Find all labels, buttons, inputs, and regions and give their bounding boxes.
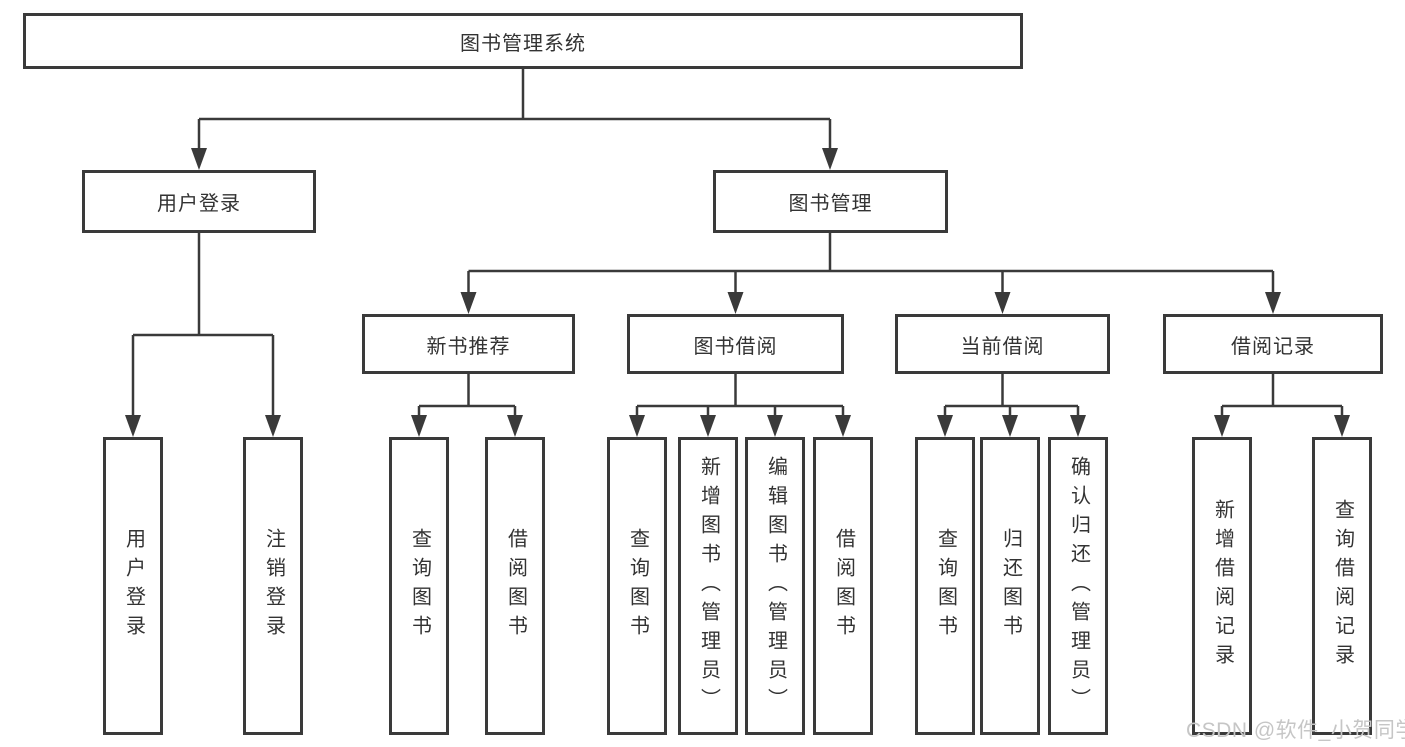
- leaf-logout-login-label: 注销登录: [262, 528, 285, 644]
- leaf-current-query-books: 查询图书: [915, 437, 975, 735]
- leaf-records-add-record: 新增借阅记录: [1192, 437, 1252, 735]
- node-current-borrowing: 当前借阅: [895, 314, 1110, 374]
- node-new-book-recommend: 新书推荐: [362, 314, 575, 374]
- leaf-borrowing-query-books-label: 查询图书: [626, 528, 649, 644]
- leaf-records-query-record-label: 查询借阅记录: [1331, 499, 1354, 673]
- leaf-newbook-query-books-label: 查询图书: [408, 528, 431, 644]
- leaf-current-confirm-return-admin: 确认归还（管理员）: [1048, 437, 1108, 735]
- node-new-book-recommend-label: 新书推荐: [426, 335, 511, 358]
- leaf-user-login: 用户登录: [103, 437, 163, 735]
- node-book-management-label: 图书管理: [788, 193, 873, 215]
- csdn-watermark: CSDN @软件_小贺同学: [1186, 719, 1405, 742]
- leaf-current-query-books-label: 查询图书: [934, 528, 957, 644]
- node-library-system-label: 图书管理系统: [460, 32, 586, 55]
- leaf-logout-login: 注销登录: [243, 437, 303, 735]
- node-book-borrowing-label: 图书借阅: [693, 335, 778, 358]
- leaf-newbook-borrow-books-label: 借阅图书: [504, 528, 527, 644]
- leaf-current-return-books-label: 归还图书: [999, 528, 1022, 644]
- node-user-login-label: 用户登录: [157, 193, 241, 215]
- leaf-newbook-query-books: 查询图书: [389, 437, 449, 735]
- node-library-system: 图书管理系统: [23, 13, 1023, 69]
- node-current-borrowing-label: 当前借阅: [960, 335, 1045, 358]
- leaf-borrowing-add-books-admin-label: 新增图书（管理员）: [697, 455, 720, 717]
- node-borrow-records-label: 借阅记录: [1231, 335, 1315, 358]
- leaf-current-confirm-return-admin-label: 确认归还（管理员）: [1067, 455, 1090, 717]
- leaf-borrowing-query-books: 查询图书: [607, 437, 667, 735]
- leaf-borrowing-add-books-admin: 新增图书（管理员）: [678, 437, 738, 735]
- leaf-newbook-borrow-books: 借阅图书: [485, 437, 545, 735]
- leaf-borrowing-borrow-books: 借阅图书: [813, 437, 873, 735]
- leaf-borrowing-edit-books-admin-label: 编辑图书（管理员）: [764, 455, 787, 717]
- leaf-current-return-books: 归还图书: [980, 437, 1040, 735]
- node-user-login: 用户登录: [82, 170, 316, 233]
- leaf-records-add-record-label: 新增借阅记录: [1211, 499, 1234, 673]
- leaf-records-query-record: 查询借阅记录: [1312, 437, 1372, 735]
- leaf-borrowing-borrow-books-label: 借阅图书: [832, 528, 855, 644]
- node-borrow-records: 借阅记录: [1163, 314, 1383, 374]
- leaf-user-login-label: 用户登录: [122, 528, 145, 644]
- leaf-borrowing-edit-books-admin: 编辑图书（管理员）: [745, 437, 805, 735]
- node-book-management: 图书管理: [713, 170, 948, 233]
- node-book-borrowing: 图书借阅: [627, 314, 844, 374]
